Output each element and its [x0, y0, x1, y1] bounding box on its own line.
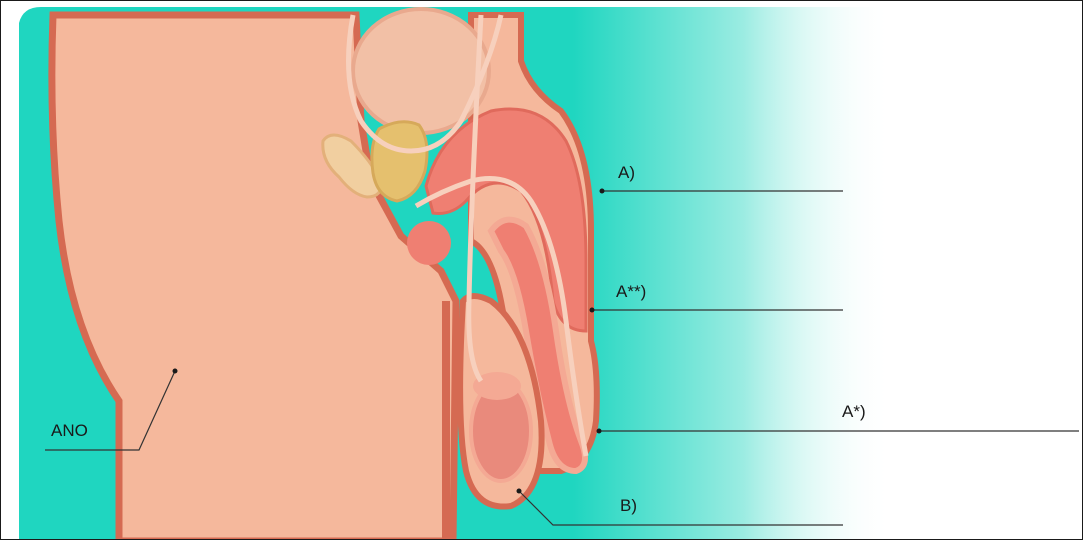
label-a-double-star: A**) — [616, 283, 646, 300]
label-a: A) — [618, 164, 635, 181]
dot-a-double-star — [590, 308, 595, 313]
label-a-star: A*) — [842, 403, 866, 420]
bladder — [353, 9, 489, 133]
dot-a-star — [597, 429, 602, 434]
label-b: B) — [620, 497, 637, 514]
dot-a — [600, 189, 605, 194]
penile-bulb — [407, 221, 451, 265]
dot-ano — [173, 369, 178, 374]
label-ano: ANO — [51, 422, 88, 439]
dot-b — [517, 489, 522, 494]
